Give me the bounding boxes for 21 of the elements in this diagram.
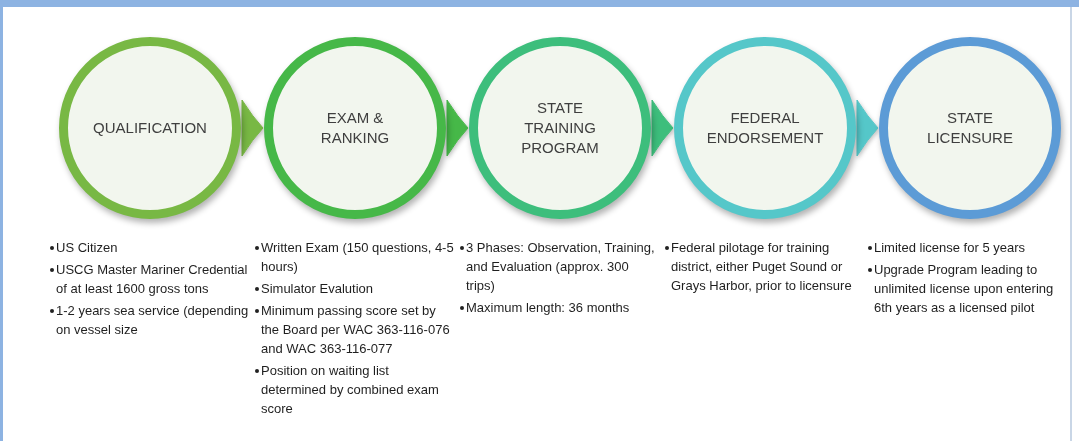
requirement-text: Simulator Evalution: [261, 280, 373, 298]
arrow: [446, 99, 469, 157]
requirement-text: US Citizen: [56, 239, 118, 257]
requirement-text: Position on waiting list determined by combined exam score: [261, 362, 440, 418]
requirement-text: Maximum length: 36 months: [466, 299, 630, 317]
stage-title: QUALIFICATION: [93, 118, 207, 138]
stage-title: FEDERAL ENDORSEMENT: [706, 108, 824, 148]
requirement-text: Federal pilotage for training district, either Puget Sound or Grays Harbor, prior to licensure: [671, 239, 853, 295]
requirement-text: Written Exam (150 questions, 4-5 hours): [261, 239, 455, 276]
requirement-text: USCG Master Mariner Credential of at least 1600 gross tons: [56, 261, 249, 298]
requirement-text: 3 Phases: Observation, Training, and Evaluation (approx. 300 trips): [466, 239, 656, 295]
arrow: [651, 99, 674, 157]
requirement-text: Limited license for 5 years: [874, 239, 1025, 257]
stage-title: STATE LICENSURE: [926, 108, 1014, 148]
stage-title: EXAM & RANKING: [319, 108, 391, 148]
requirement-text: Minimum passing score set by the Board per WAC 363-116-076 and WAC 363-116-077: [261, 302, 451, 358]
requirement-text: Upgrade Program leading to unlimited license upon entering 6th years as a licensed pilot: [874, 261, 1055, 317]
arrow: [241, 99, 264, 157]
requirement-text: 1-2 years sea service (depending on vessel size: [56, 302, 250, 339]
arrow: [856, 99, 879, 157]
stage-title: STATE TRAINING PROGRAM: [520, 98, 600, 158]
